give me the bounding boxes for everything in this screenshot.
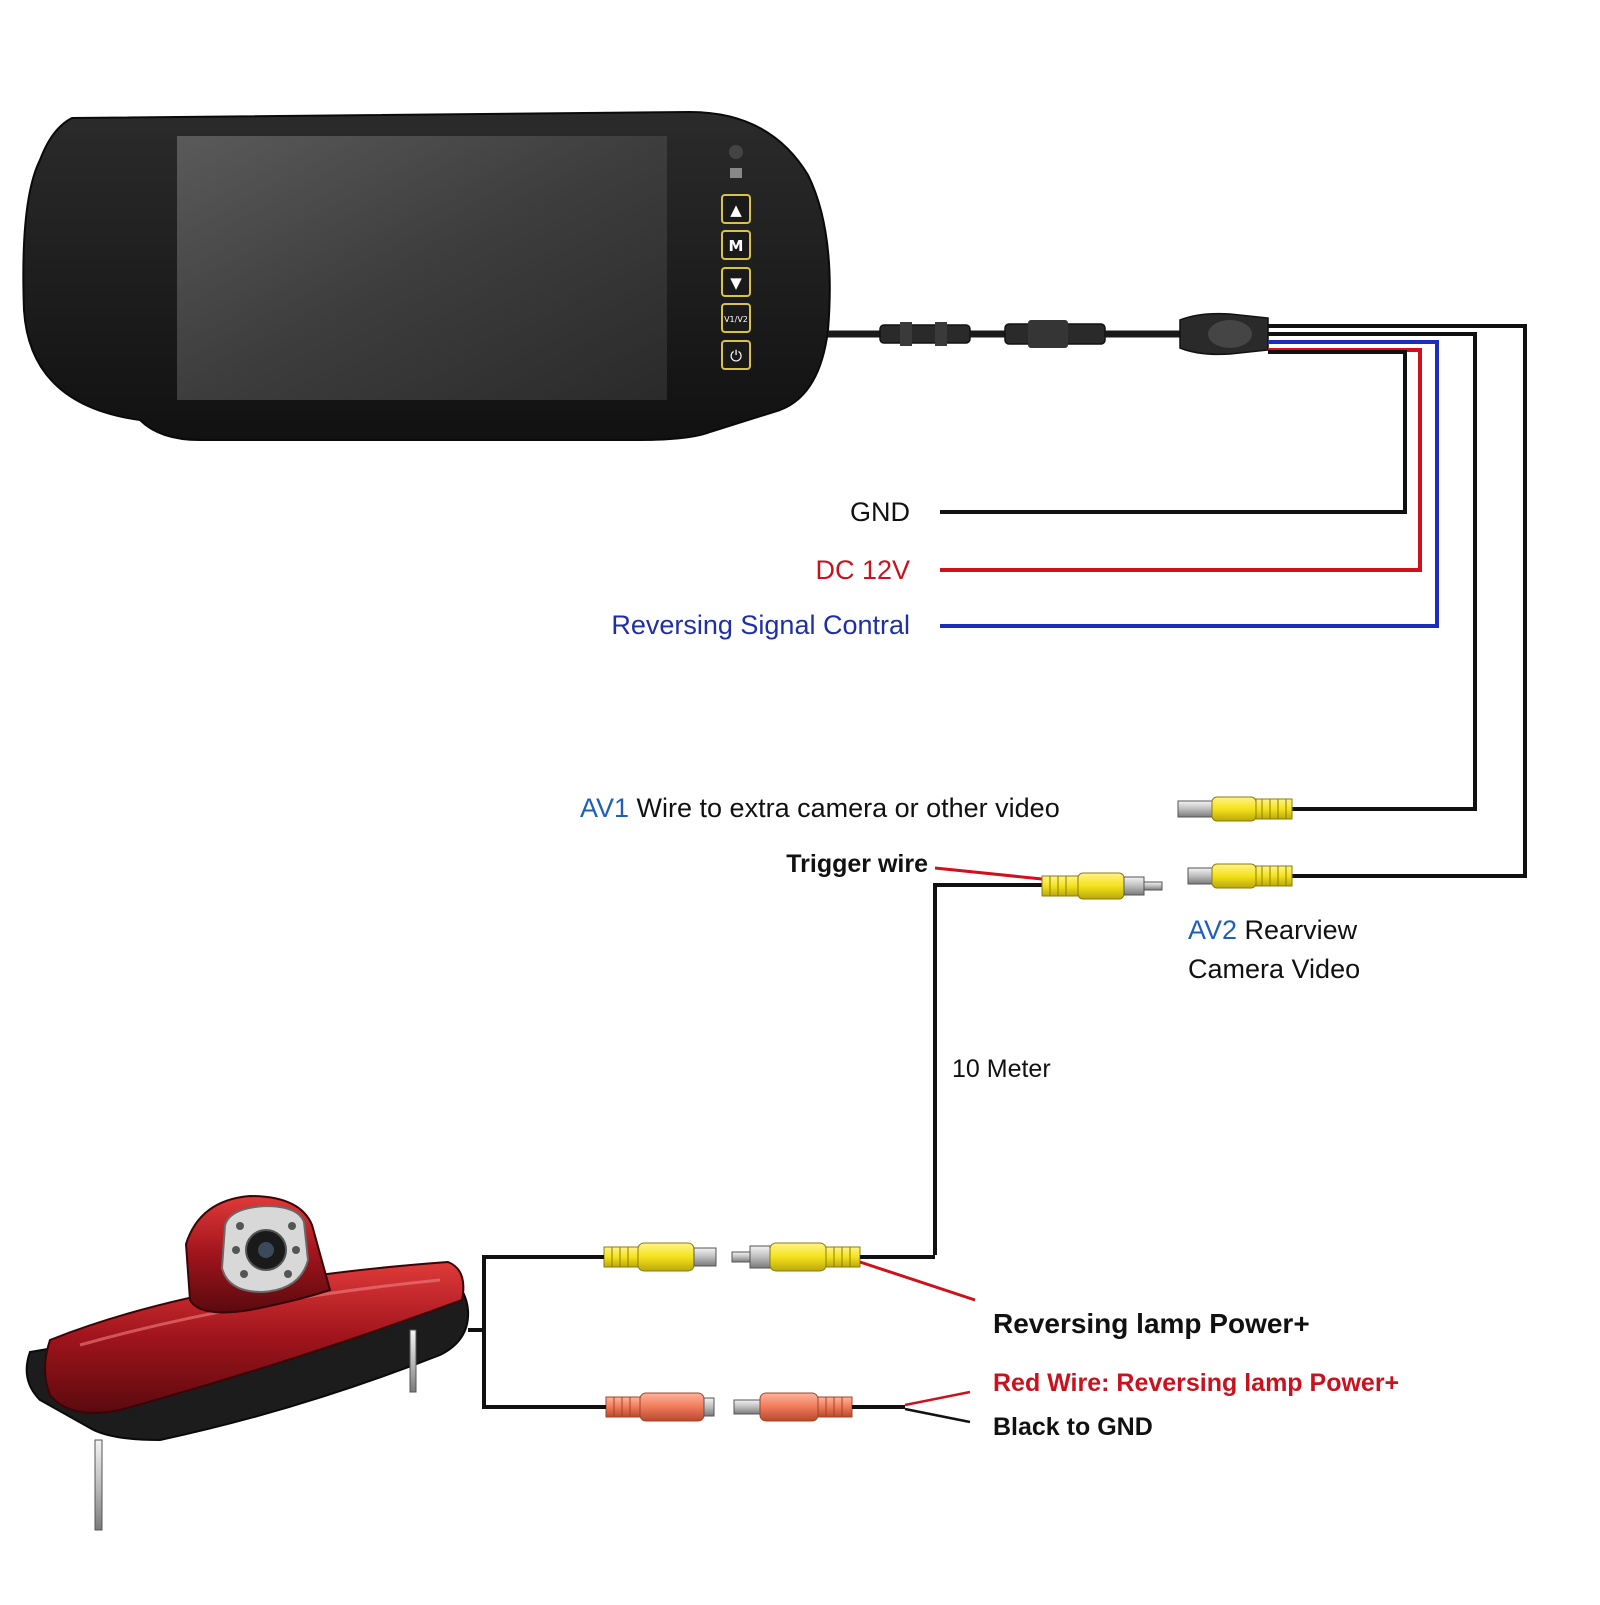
monitor-button-up[interactable]: ▲ [721,194,751,224]
camera-video-rca-female [603,1242,717,1272]
monitor-button-menu[interactable]: M [721,230,751,260]
video-switch-icon: V1/V2 [724,315,748,324]
dc12v-wire [940,348,1422,572]
av1-label: AV1 Wire to extra camera or other video [580,795,1060,822]
power-dc-male [733,1390,971,1424]
reversing-signal-label: Reversing Signal Contral [611,610,910,640]
brake-light-camera [25,1194,470,1531]
monitor-screen [177,136,667,400]
gnd-label: GND [850,497,910,527]
down-arrow-icon: ▼ [730,274,742,292]
trigger-wire-label: Trigger wire [786,850,928,878]
reversing-signal-wire [940,340,1439,628]
monitor-cable [828,312,1269,356]
camera-lead-wires [468,1255,606,1409]
extension-cable-10m [933,883,1042,1255]
av2-description-line2: Camera Video [1188,954,1361,984]
sensor-icon [729,145,743,159]
wire-harness [940,324,1527,878]
cable-length-label: 10 Meter [952,1055,1051,1083]
av1-tag: AV1 [580,793,630,823]
av2-label: AV2 Rearview [1188,917,1357,944]
reversing-lamp-power-label: Reversing lamp Power+ [993,1308,1310,1339]
red-wire [904,1390,971,1407]
monitor-button-down[interactable]: ▼ [721,267,751,297]
indicator-icon [730,168,742,178]
power-icon: ⏻ [730,347,742,365]
black-wire-label: Black to GND [993,1413,1153,1441]
red-wire-label: Red Wire: Reversing lamp Power+ [993,1369,1400,1397]
dc12v-label: DC 12V [815,555,910,585]
cable-connector [879,324,971,344]
gnd-wire [940,350,1407,514]
cable-video-rca-male [731,1242,976,1302]
up-arrow-icon: ▲ [730,201,742,219]
trigger-wire [934,866,1043,881]
monitor-button-video-switch[interactable]: V1/V2 [721,303,751,333]
av2-tag: AV2 [1188,915,1238,945]
monitor-button-power[interactable]: ⏻ [721,340,751,370]
camera-power-dc-female [605,1392,715,1422]
av2-video-wire [1268,324,1527,878]
mounting-screw [94,1439,103,1531]
av1-rca-connector [1177,796,1293,822]
av1-video-wire [1268,332,1477,811]
reversing-lamp-power-wire [859,1260,976,1302]
av1-description: Wire to extra camera or other video [636,793,1060,823]
av2-description: Rearview [1244,915,1358,945]
rearview-mirror-monitor [22,110,831,441]
mounting-screw [409,1329,417,1393]
av2-rca-connector [1187,863,1293,889]
menu-icon: M [729,237,744,255]
extension-cable-top-rca [933,866,1163,1255]
black-wire [904,1407,971,1424]
